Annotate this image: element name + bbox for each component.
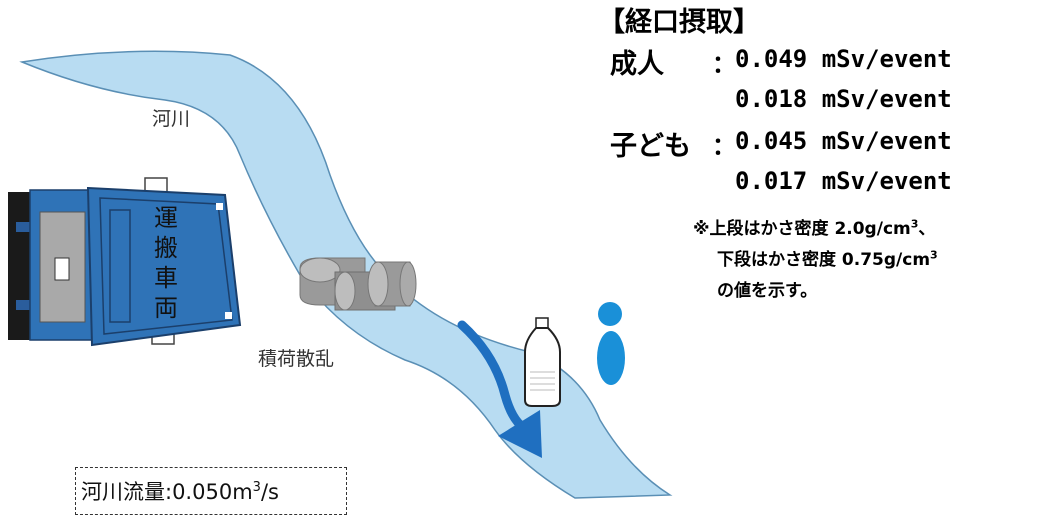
child-colon: ：: [712, 132, 736, 160]
child-dose-2: 0.017 mSv/event: [735, 167, 952, 195]
adult-colon: ：: [712, 50, 736, 78]
truck-char-1: 運: [154, 204, 178, 232]
person-figure: [597, 302, 625, 385]
density-note-3: の値を示す。: [717, 281, 818, 301]
flow-label: 河川流量:0.050m3/s: [81, 480, 279, 504]
child-dose-1: 0.045 mSv/event: [735, 127, 952, 155]
truck-char-2: 搬: [154, 234, 178, 262]
adult-dose-2: 0.018 mSv/event: [735, 85, 952, 113]
flow-arrow: [457, 320, 542, 458]
child-label: 子ども: [610, 131, 691, 162]
adult-dose-1: 0.049 mSv/event: [735, 45, 952, 73]
water-bottle: [524, 317, 561, 407]
dose-heading: 【経口摂取】: [598, 7, 760, 38]
scatter-label: 積荷散乱: [258, 348, 335, 370]
truck-char-4: 両: [154, 294, 178, 322]
density-note-2: 下段はかさ密度 0.75g/cm3: [717, 248, 938, 270]
adult-label: 成人: [610, 49, 664, 80]
density-note-1: ※上段はかさ密度 2.0g/cm3、: [693, 217, 936, 239]
river-flow-box: 河川流量:0.050m3/s: [75, 467, 347, 515]
river-label: 河川: [152, 108, 191, 130]
truck-char-3: 車: [154, 264, 178, 292]
transport-truck: 運 搬 車 両: [8, 177, 242, 347]
scattered-drums: [299, 257, 417, 311]
